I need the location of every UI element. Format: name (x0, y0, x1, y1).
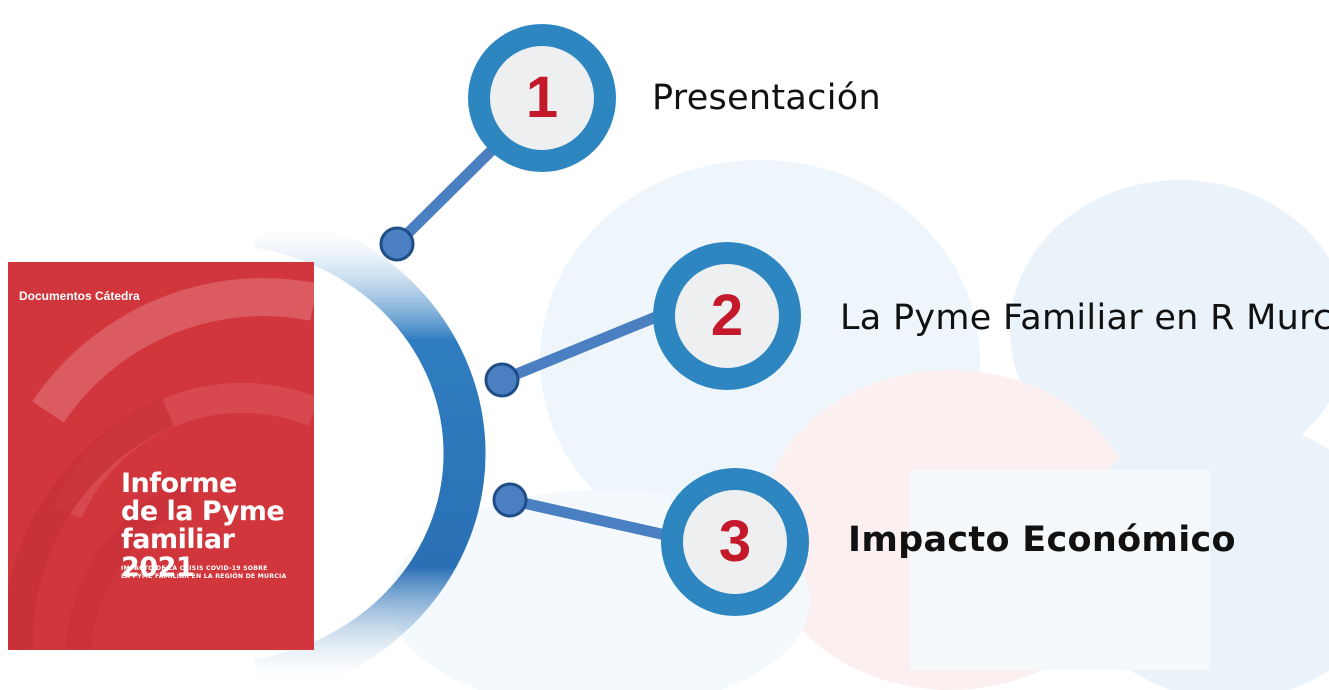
step-1-label: Presentación (652, 78, 881, 118)
step-3-number: 3 (718, 509, 752, 574)
step-2-circle: 2 (653, 242, 801, 390)
step-3-label: Impacto Económico (848, 520, 1236, 560)
step-2-number: 2 (710, 283, 744, 348)
report-cover: Documentos Cátedra Informe de la Pyme fa… (8, 262, 314, 650)
cover-title: Informe de la Pyme familiar 2021 (121, 468, 285, 583)
step-1-circle: 1 (468, 24, 616, 172)
cover-arcs-decoration (8, 278, 314, 650)
connector-dot-3 (492, 482, 528, 518)
step-3-circle: 3 (661, 468, 809, 616)
step-1-number: 1 (525, 65, 559, 130)
connector-dot-1 (379, 226, 415, 262)
cover-subtitle: IMPACTO DE LA CRISIS COVID-19 SOBRE LA P… (121, 565, 287, 580)
cover-brand: Documentos Cátedra (19, 289, 140, 303)
connector-dot-2 (484, 362, 520, 398)
step-2-label: La Pyme Familiar en R Murcia (840, 298, 1329, 338)
